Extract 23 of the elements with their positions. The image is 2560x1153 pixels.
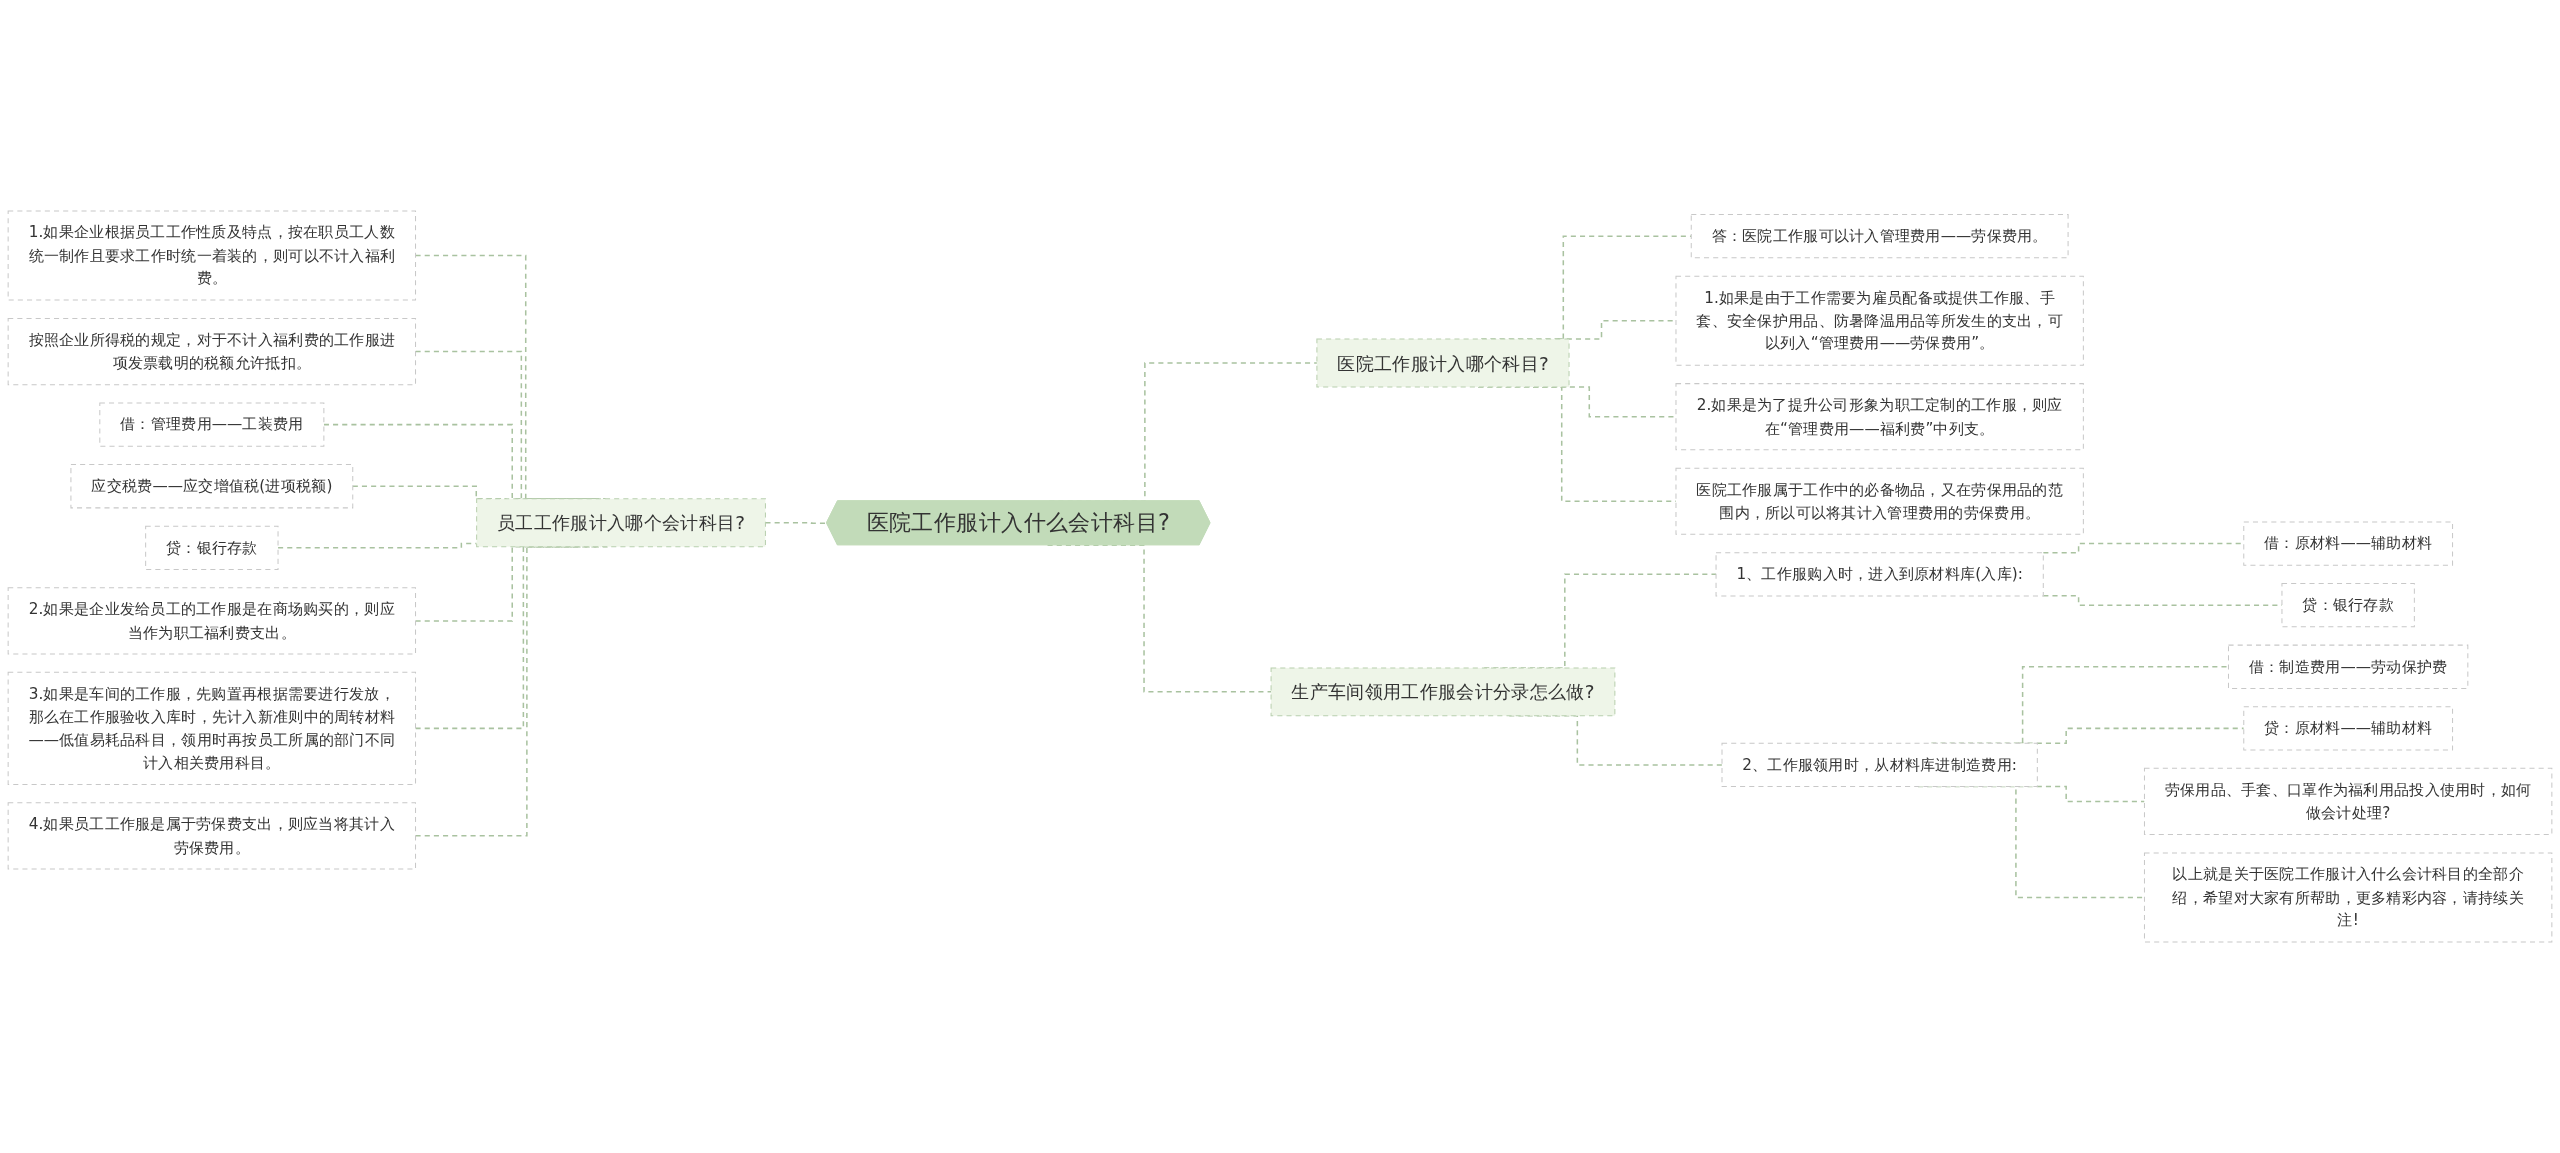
node-box: 贷：银行存款 [2281, 583, 2415, 628]
node-box: 以上就是关于医院工作服计入什么会计科目的全部介绍，希望对大家有所帮助，更多精彩内容，请持续关注! [2143, 852, 2553, 943]
node-box: 2.如果是为了提升公司形象为职工定制的工作服，则应在“管理费用——福利费”中列支。 [1675, 383, 2084, 451]
node-box: 1、工作服购入时，进入到原材料库(入库): [1715, 552, 2044, 597]
node-box: 应交税费——应交增值税(进项税额) [70, 464, 354, 509]
node-box: 1.如果企业根据员工工作性质及特点，按在职员工人数统一制作且要求工作时统一着装的，则可以不计入福利费。 [7, 210, 417, 301]
node-box: 贷：原材料——辅助材料 [2243, 706, 2454, 751]
node-box: 答：医院工作服可以计入管理费用——劳保费用。 [1690, 214, 2069, 259]
node-box: 劳保用品、手套、口罩作为福利用品投入使用时，如何做会计处理? [2143, 767, 2553, 836]
node-box: 1.如果是由于工作需要为雇员配备或提供工作服、手套、安全保护用品、防暑降温用品等所发生的支出，可以列入“管理费用——劳保费用”。 [1675, 275, 2084, 366]
node-box: 3.如果是车间的工作服，先购置再根据需要进行发放，那么在工作服验收入库时，先计入新准则中的周转材料——低值易耗品科目，领用时再按员工所属的部门不同计入相关费用科目。 [7, 671, 417, 785]
node-box: 医院工作服属于工作中的必备物品，又在劳保用品的范围内，所以可以将其计入管理费用的劳保费用。 [1675, 467, 2084, 535]
node-box: 员工工作服计入哪个会计科目? [476, 498, 766, 548]
node-box: 医院工作服计入哪个科目? [1316, 338, 1570, 388]
node-box: 2.如果是企业发给员工的工作服是在商场购买的，则应当作为职工福利费支出。 [7, 587, 417, 655]
node-box: 借：原材料——辅助材料 [2243, 521, 2454, 566]
node-box: 借：管理费用——工装费用 [99, 402, 325, 447]
node-box: 生产车间领用工作服会计分录怎么做? [1270, 667, 1616, 717]
node-box: 按照企业所得税的规定，对于不计入福利费的工作服进项发票载明的税额允许抵扣。 [7, 317, 417, 386]
node-box: 贷：银行存款 [145, 525, 279, 570]
node-box: 借：制造费用——劳动保护费 [2227, 644, 2469, 689]
node-box: 2、工作服领用时，从材料库进制造费用: [1721, 742, 2038, 788]
node-box: 4.如果员工工作服是属于劳保费支出，则应当将其计入劳保费用。 [7, 802, 417, 870]
